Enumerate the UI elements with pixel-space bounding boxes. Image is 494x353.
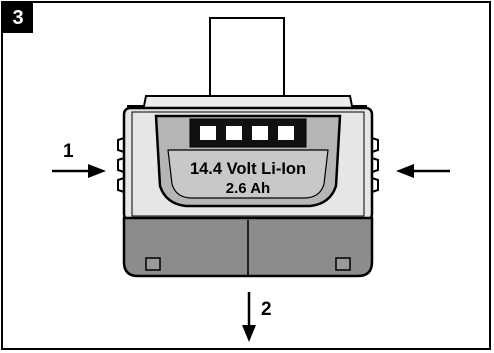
right-grip-ridges [371,137,379,193]
left-foot [145,257,161,271]
battery-capacity-label: 2.6 Ah [226,180,270,197]
callout-number-1: 1 [63,141,74,162]
right-press-arrow [396,164,450,178]
charge-segment [278,126,294,140]
right-foot [335,257,351,271]
charge-segment [226,126,242,140]
charge-segment [200,126,216,140]
step-number-badge: 3 [3,3,33,33]
charge-indicator-segments [200,126,294,140]
left-press-arrow [52,164,106,178]
down-pull-arrow [242,292,256,342]
charge-segment [252,126,268,140]
left-grip-ridges [117,137,125,193]
battery-top-post [209,17,285,103]
battery-voltage-label: 14.4 Volt Li-Ion [190,160,306,178]
callout-number-2: 2 [261,299,272,320]
